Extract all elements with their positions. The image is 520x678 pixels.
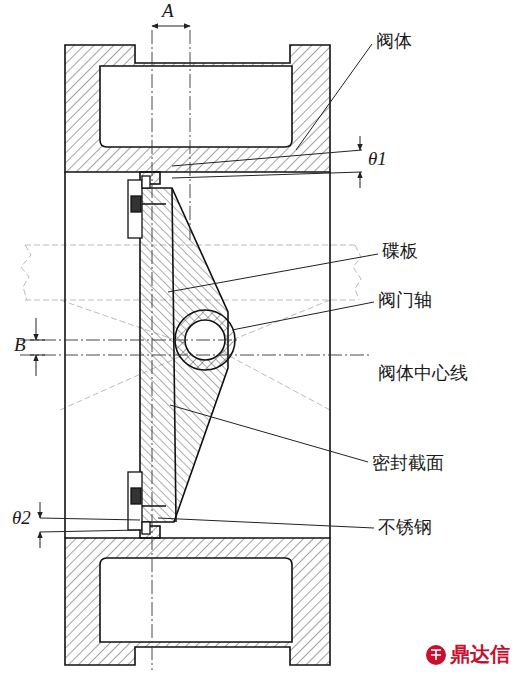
part-label: 阀体中心线 (378, 362, 468, 384)
leader-lines (158, 44, 378, 528)
center-lines (20, 30, 372, 670)
angle-label: θ2 (12, 507, 31, 530)
watermark-logo (426, 645, 446, 665)
part-label: 阀体 (376, 30, 412, 52)
dimension-label: B (14, 334, 26, 357)
part-label: 阀门轴 (378, 289, 432, 311)
part-label: 不锈钢 (378, 516, 432, 538)
angle-label: θ1 (368, 148, 387, 171)
part-label: 碟板 (382, 240, 418, 262)
dimension-label: A (162, 0, 174, 23)
watermark: 鼎达信 (450, 642, 510, 666)
part-label: 密封截面 (372, 452, 444, 474)
